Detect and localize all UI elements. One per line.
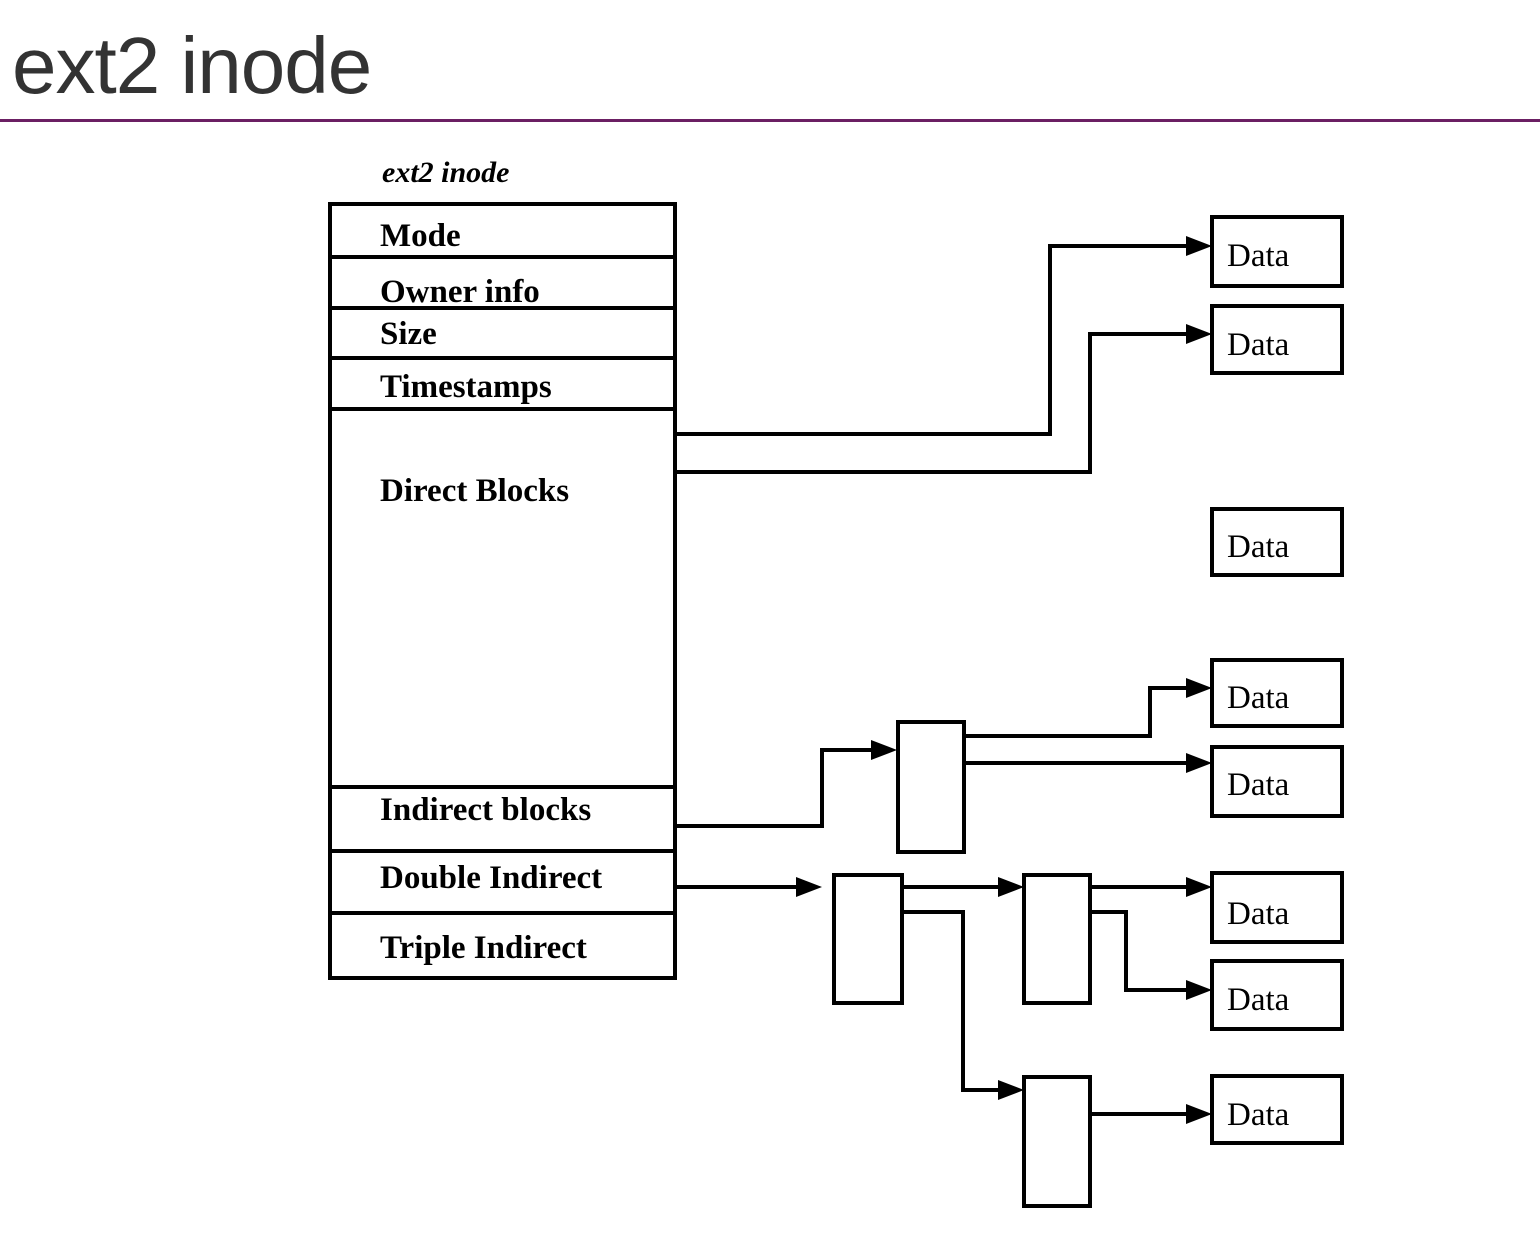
field-triple-indirect: Triple Indirect xyxy=(380,930,587,966)
single-indirect-block xyxy=(896,720,966,854)
arrowheads xyxy=(796,236,1212,1124)
field-double-indirect: Double Indirect xyxy=(380,860,602,896)
data-block-label: Data xyxy=(1227,896,1290,932)
data-block-label: Data xyxy=(1227,982,1290,1018)
arrowhead xyxy=(871,740,897,760)
field-owner-info: Owner info xyxy=(380,274,540,310)
data-block: Data xyxy=(1210,871,1344,944)
slide-title: ext2 inode xyxy=(12,21,372,110)
data-block-outline xyxy=(1210,658,1344,728)
data-block-label: Data xyxy=(1227,238,1290,274)
data-block: Data xyxy=(1210,507,1344,577)
pointer-blocks xyxy=(832,720,1092,1208)
arrowhead xyxy=(1186,1104,1212,1124)
arrowhead xyxy=(796,877,822,897)
double-indirect-level1-block xyxy=(832,873,904,1005)
field-indirect-blocks: Indirect blocks xyxy=(380,792,591,828)
data-block-outline xyxy=(1210,871,1344,944)
data-blocks: Data Data Data Data Data Data Data Data xyxy=(1210,215,1344,1145)
data-block-label: Data xyxy=(1227,767,1290,803)
arrowhead xyxy=(1186,877,1212,897)
arrowhead xyxy=(1186,324,1212,344)
data-block: Data xyxy=(1210,1074,1344,1145)
double-indirect-level2-block xyxy=(1022,873,1092,1005)
data-block-label: Data xyxy=(1227,327,1290,363)
data-block: Data xyxy=(1210,304,1344,375)
field-mode: Mode xyxy=(380,218,461,254)
arrowhead xyxy=(1186,236,1212,256)
arrowhead xyxy=(1186,678,1212,698)
data-block-outline xyxy=(1210,304,1344,375)
data-block-label: Data xyxy=(1227,680,1290,716)
data-block-outline xyxy=(1210,1074,1344,1145)
arrowhead xyxy=(1186,753,1212,773)
data-block-outline xyxy=(1210,745,1344,818)
title-divider xyxy=(0,119,1540,122)
indirect-pointer xyxy=(675,748,885,828)
field-direct-blocks: Direct Blocks xyxy=(380,473,569,509)
data-block-label: Data xyxy=(1227,1097,1290,1133)
data-block: Data xyxy=(1210,215,1344,288)
arrowhead xyxy=(998,1080,1024,1100)
field-size: Size xyxy=(380,316,437,352)
data-block-outline xyxy=(1210,215,1344,288)
data-block: Data xyxy=(1210,658,1344,728)
direct-pointer-1 xyxy=(675,244,1200,436)
field-timestamps: Timestamps xyxy=(380,369,552,405)
pointer-connectors xyxy=(675,244,1200,1116)
arrowhead xyxy=(1186,980,1212,1000)
arrowhead xyxy=(998,877,1024,897)
indirect-to-data-1 xyxy=(965,686,1200,738)
double-l2-to-data-2 xyxy=(1090,910,1200,992)
data-block-outline xyxy=(1210,959,1344,1031)
direct-pointer-2 xyxy=(675,332,1200,474)
data-block-outline xyxy=(1210,507,1344,577)
double-indirect-level2-block xyxy=(1022,1075,1092,1208)
inode-structure: Mode Owner info Size Timestamps Direct B… xyxy=(328,202,677,980)
data-block-label: Data xyxy=(1227,529,1290,565)
data-block: Data xyxy=(1210,745,1344,818)
diagram-caption: ext2 inode xyxy=(382,156,510,189)
data-block: Data xyxy=(1210,959,1344,1031)
double-l1-to-l2-b xyxy=(902,910,1012,1092)
